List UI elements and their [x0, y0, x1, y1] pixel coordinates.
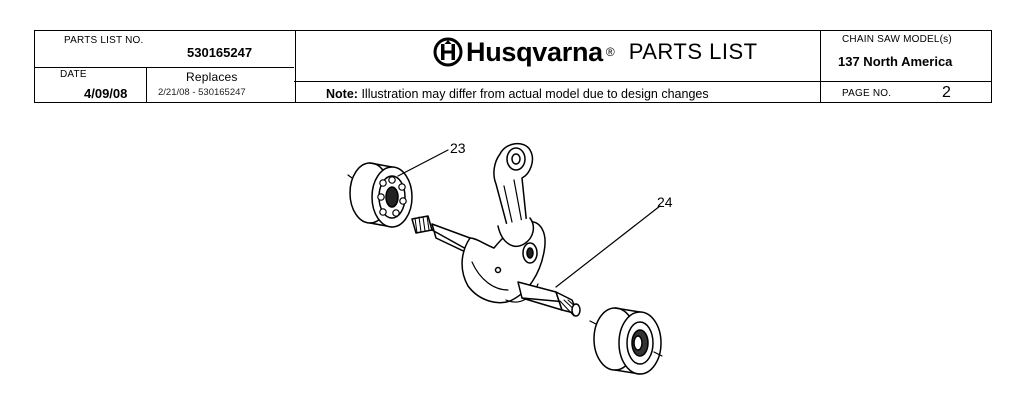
bearing-23: [347, 162, 413, 228]
brand-title: Husqvarna ® PARTS LIST: [433, 34, 758, 70]
model-value: 137 North America: [838, 54, 953, 69]
divider: [294, 81, 819, 82]
date-value: 4/09/08: [84, 86, 128, 101]
divider: [295, 31, 296, 102]
note-text: Illustration may differ from actual mode…: [361, 87, 709, 101]
page-label: PAGE NO.: [842, 88, 892, 99]
divider: [34, 67, 294, 68]
leader-line-24: [555, 205, 661, 288]
husqvarna-logo-icon: [433, 37, 463, 67]
bearing-24: [589, 307, 663, 375]
divider: [819, 81, 992, 82]
leader-line-23: [397, 149, 449, 177]
model-label: CHAIN SAW MODEL(s): [842, 34, 952, 45]
document-title: PARTS LIST: [628, 39, 758, 64]
brand-name: Husqvarna: [466, 36, 603, 67]
note-label: Note:: [326, 87, 358, 101]
parts-list-number: 530165247: [187, 45, 253, 60]
divider: [820, 31, 821, 102]
disclaimer-note: Note: Illustration may differ from actua…: [326, 87, 709, 101]
divider: [146, 67, 147, 103]
parts-list-header: [34, 30, 992, 103]
crank-shaft-right: [517, 281, 581, 317]
replaces-value: 2/21/08 - 530165247: [158, 87, 246, 98]
callout-23: 23: [450, 140, 466, 156]
parts-list-no-label: PARTS LIST NO.: [64, 35, 144, 46]
registered-mark: ®: [605, 45, 615, 59]
replaces-label: Replaces: [186, 70, 238, 84]
page-number: 2: [942, 84, 951, 101]
callout-24: 24: [657, 194, 673, 210]
date-label: DATE: [60, 69, 87, 80]
connecting-rod: [493, 142, 535, 247]
